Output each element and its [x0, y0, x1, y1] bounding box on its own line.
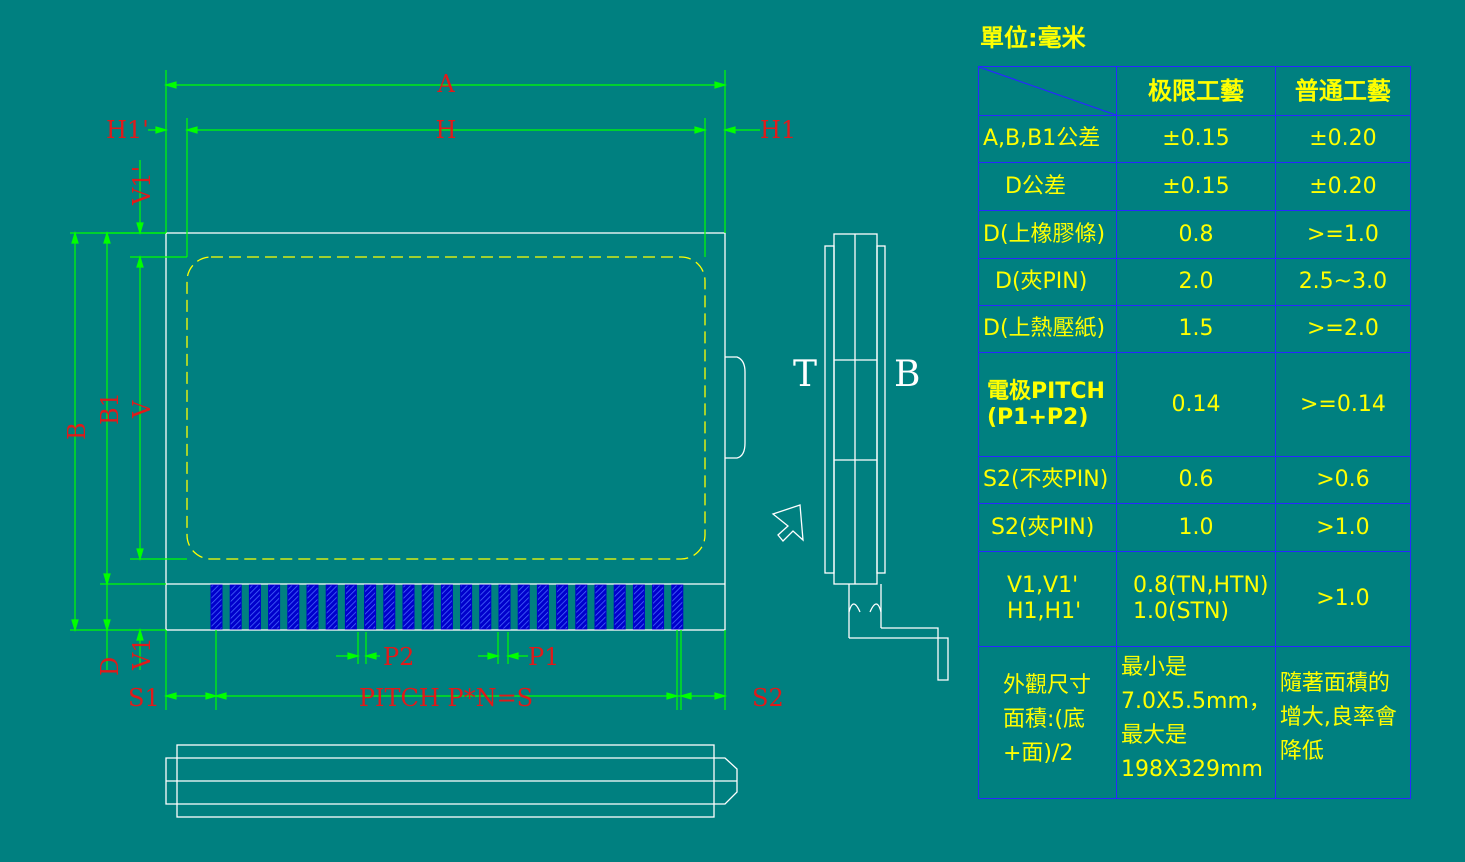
row-item: 外觀尺寸面積:(底+面)/2	[978, 646, 1117, 799]
table-row: S2(不夾PIN) 0.6 >0.6	[978, 456, 1411, 504]
label-H1: H1	[760, 116, 796, 144]
row-limit-line1: 0.8(TN,HTN)	[1133, 573, 1269, 598]
row-normal: ±0.20	[1274, 115, 1411, 163]
row-item: D(上橡膠條)	[978, 210, 1117, 259]
row-item-line1: 電极PITCH	[987, 378, 1105, 404]
row-limit: 0.8	[1116, 210, 1276, 259]
label-H1-prime: H1'	[106, 116, 149, 144]
electrode-pin	[517, 584, 530, 630]
label-V1-prime: V1'	[128, 166, 156, 206]
electrode-pin	[652, 584, 665, 630]
row-limit: 0.14	[1116, 352, 1276, 457]
table-row: D(上熱壓紙) 1.5 >=2.0	[978, 305, 1411, 353]
row-limit: ±0.15	[1116, 162, 1276, 211]
header-limit: 极限工藝	[1116, 66, 1276, 116]
row-normal: >1.0	[1274, 551, 1411, 647]
label-T: T	[793, 354, 817, 395]
row-normal: >=0.14	[1274, 352, 1411, 457]
row-limit: 最小是7.0X5.5mm，最大是198X329mm	[1116, 646, 1276, 799]
row-normal: >1.0	[1274, 503, 1411, 552]
electrode-pin	[632, 584, 645, 630]
header-corner	[978, 66, 1117, 116]
row-item: V1,V1' H1,H1'	[978, 551, 1117, 647]
electrode-pin	[364, 584, 377, 630]
label-S2: S2	[752, 684, 784, 712]
electrode-pin	[536, 584, 549, 630]
row-item: D(上熱壓紙)	[978, 305, 1117, 353]
table-row: V1,V1' H1,H1' 0.8(TN,HTN) 1.0(STN) >1.0	[978, 551, 1411, 647]
electrode-pin	[575, 584, 588, 630]
electrode-pin	[671, 584, 684, 630]
row-item: A,B,B1公差	[978, 115, 1117, 163]
label-pitch: PITCH P*N=S	[359, 684, 533, 712]
electrode-pin	[479, 584, 492, 630]
label-B1: B1	[96, 392, 124, 425]
viewing-area	[186, 256, 706, 560]
row-item: D(夾PIN)	[978, 258, 1117, 306]
table-row: A,B,B1公差 ±0.15 ±0.20	[978, 115, 1411, 163]
table-header-row: 极限工藝 普通工藝	[978, 66, 1411, 116]
label-P1: P1	[528, 643, 559, 671]
label-V1: V1	[128, 637, 156, 671]
label-B: B	[63, 422, 91, 440]
spec-table: 极限工藝 普通工藝 A,B,B1公差 ±0.15 ±0.20 D公差 ±0.15…	[978, 66, 1411, 799]
label-D: D	[96, 657, 124, 676]
header-normal: 普通工藝	[1274, 66, 1411, 116]
table-row: 電极PITCH (P1+P2) 0.14 >=0.14	[978, 352, 1411, 457]
lcd-dimension-drawing: A H H1' H1 V1' B B1 V D V1 P2 P1 S1 S2 P…	[63, 70, 949, 818]
row-normal: 隨著面積的增大,良率會降低	[1274, 646, 1411, 799]
label-V: V	[128, 400, 156, 419]
row-limit: 1.0	[1116, 503, 1276, 552]
electrode-pin	[306, 584, 319, 630]
row-item-line2: (P1+P2)	[987, 404, 1089, 430]
label-P2: P2	[383, 643, 414, 671]
row-limit: 0.8(TN,HTN) 1.0(STN)	[1116, 551, 1276, 647]
row-item: S2(不夾PIN)	[978, 456, 1117, 504]
electrode-pin	[402, 584, 415, 630]
table-row: D(夾PIN) 2.0 2.5~3.0	[978, 258, 1411, 306]
side-view	[824, 245, 835, 574]
row-item: 電极PITCH (P1+P2)	[978, 352, 1117, 457]
table-row: D公差 ±0.15 ±0.20	[978, 162, 1411, 211]
row-limit: ±0.15	[1116, 115, 1276, 163]
electrode-pin	[287, 584, 300, 630]
electrode-pins	[210, 584, 684, 630]
electrode-pin	[229, 584, 242, 630]
table-row: S2(夾PIN) 1.0 >1.0	[978, 503, 1411, 552]
row-normal: >=2.0	[1274, 305, 1411, 353]
electrode-pin	[325, 584, 338, 630]
row-normal: >=1.0	[1274, 210, 1411, 259]
row-limit: 0.6	[1116, 456, 1276, 504]
electrode-pin	[210, 584, 223, 630]
row-item: D公差	[978, 162, 1117, 211]
electrode-pin	[613, 584, 626, 630]
electrode-pin	[344, 584, 357, 630]
electrode-pin	[460, 584, 473, 630]
row-normal: 2.5~3.0	[1274, 258, 1411, 306]
row-item-line1: V1,V1'	[1007, 573, 1079, 598]
row-limit: 1.5	[1116, 305, 1276, 353]
row-normal: ±0.20	[1274, 162, 1411, 211]
row-normal: >0.6	[1274, 456, 1411, 504]
panel-outline	[165, 232, 726, 631]
label-S1: S1	[128, 684, 160, 712]
electrode-pin	[556, 584, 569, 630]
label-B-side: B	[894, 354, 920, 395]
electrode-pin	[383, 584, 396, 630]
label-H: H	[436, 116, 457, 144]
row-item: S2(夾PIN)	[978, 503, 1117, 552]
electrode-pin	[498, 584, 511, 630]
row-item-line2: H1,H1'	[1007, 599, 1082, 624]
label-A: A	[436, 70, 455, 98]
row-limit-line2: 1.0(STN)	[1133, 599, 1230, 624]
table-row: 外觀尺寸面積:(底+面)/2 最小是7.0X5.5mm，最大是198X329mm…	[978, 646, 1411, 799]
unit-label: 單位:毫米	[980, 24, 1086, 52]
table-row: D(上橡膠條) 0.8 >=1.0	[978, 210, 1411, 259]
electrode-pin	[248, 584, 261, 630]
electrode-pin	[594, 584, 607, 630]
electrode-pin	[421, 584, 434, 630]
electrode-pin	[440, 584, 453, 630]
row-limit: 2.0	[1116, 258, 1276, 306]
electrode-pin	[268, 584, 281, 630]
